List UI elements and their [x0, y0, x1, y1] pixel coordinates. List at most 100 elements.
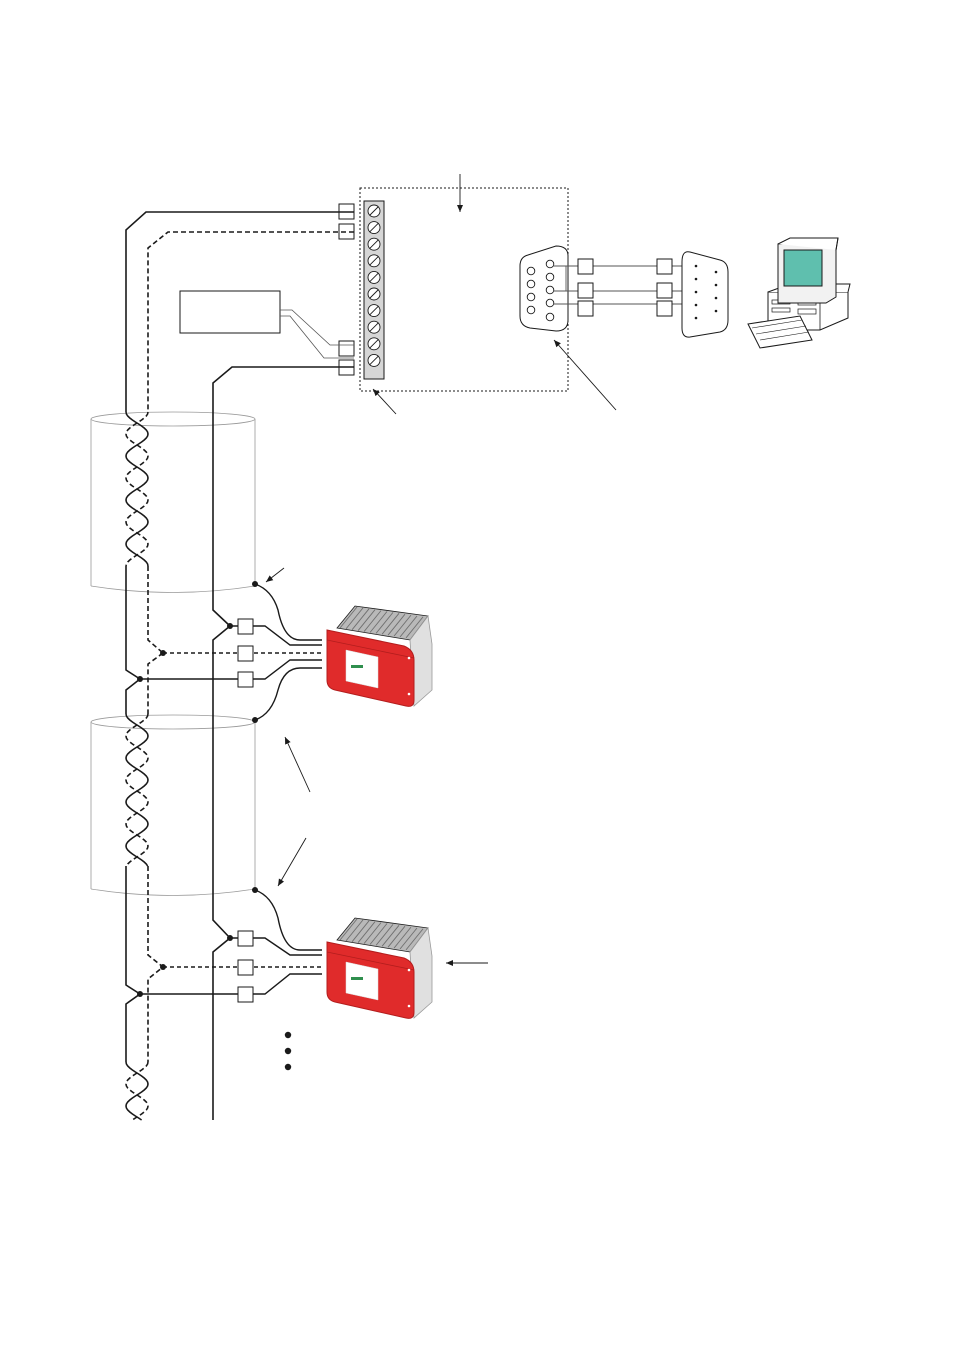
heatsink-fin — [393, 926, 412, 949]
pin — [714, 270, 718, 274]
serial-tag — [577, 300, 594, 317]
heatsink-fin — [363, 610, 382, 632]
serial-tag — [656, 258, 673, 275]
heatsink-fin — [369, 923, 388, 945]
heatsink-fin — [393, 614, 412, 637]
terminal-screw — [367, 337, 381, 351]
heatsink-fin — [339, 918, 358, 941]
heatsink-fin — [399, 927, 418, 950]
twisted-pair — [125, 411, 149, 1121]
terminal-screw — [367, 237, 381, 251]
pin — [694, 264, 698, 268]
pointer-arrow — [372, 388, 397, 415]
pointer-arrow — [553, 339, 617, 411]
device-screw — [407, 656, 411, 660]
inverter-device-icon — [326, 917, 433, 1019]
pointer-arrow — [265, 567, 285, 583]
screw-slot — [369, 322, 379, 333]
serial-tag — [577, 258, 594, 275]
screw-slot — [369, 272, 379, 283]
heatsink-fin — [357, 609, 376, 631]
tap-tag — [237, 930, 254, 947]
heatsink-fin — [369, 611, 388, 633]
tap-tag — [237, 618, 254, 635]
tap-tag — [237, 959, 254, 976]
twisted-wire-dashed — [125, 713, 149, 867]
terminal-screws — [367, 204, 381, 367]
screw-slot — [369, 206, 379, 216]
pointer-arrow — [277, 837, 307, 887]
pin-hole — [545, 312, 555, 322]
screw-slot — [369, 289, 379, 299]
monitor-screen — [783, 249, 823, 287]
screw-slot — [369, 338, 379, 349]
pin-hole — [545, 298, 555, 308]
serial-tag — [577, 282, 594, 299]
shield-drain — [252, 581, 322, 951]
serial-wires — [553, 258, 683, 317]
terminal-screw — [367, 221, 381, 235]
power-supply — [179, 290, 354, 359]
pin-hole — [526, 292, 536, 302]
pin-hole — [526, 305, 536, 315]
terminal-screw — [367, 254, 381, 268]
twisted-wire-solid — [125, 1061, 149, 1121]
pin-hole — [526, 279, 536, 289]
pin — [694, 316, 698, 320]
desktop-computer-icon — [747, 237, 851, 349]
ellipsis-vertical-icon — [284, 1031, 292, 1071]
heatsink-fin — [351, 608, 370, 631]
twisted-wire-dashed — [125, 1061, 149, 1121]
terminal-screw — [367, 287, 381, 301]
device-screw — [407, 968, 411, 972]
serial-tag — [656, 300, 673, 317]
inverter-taps — [137, 618, 322, 688]
screw-slot — [369, 239, 379, 250]
heatsink-fin — [405, 928, 424, 951]
device-panel — [345, 961, 379, 1001]
serial-tag — [656, 282, 673, 299]
heatsink-fin — [339, 606, 358, 629]
terminal-screw — [367, 270, 381, 284]
pin — [714, 296, 718, 300]
terminal-screw — [367, 353, 381, 367]
pin — [694, 277, 698, 281]
device-screw — [407, 692, 411, 696]
pin-hole — [545, 285, 555, 295]
terminal-block — [363, 200, 385, 380]
power-supply-wire — [280, 309, 354, 346]
device-seam — [326, 639, 415, 659]
heatsink-fin — [399, 615, 418, 638]
shielded-cable-section — [90, 411, 256, 593]
heatsink-fin — [387, 925, 406, 948]
terminal-screw — [367, 320, 381, 334]
power-supply-wire — [280, 315, 354, 359]
db9-female-connector-icon — [519, 245, 569, 332]
screw-slot — [369, 255, 379, 266]
pin — [714, 309, 718, 313]
pin — [694, 290, 698, 294]
tap-tag — [237, 645, 254, 662]
shielded-cable-section — [90, 714, 256, 896]
terminal-tag — [338, 340, 355, 357]
twisted-wire-dashed — [125, 411, 149, 567]
screw-slot — [369, 305, 379, 316]
pin — [694, 303, 698, 307]
db9-female-shell — [519, 245, 569, 332]
twisted-wire-solid — [125, 713, 149, 867]
device-seam — [326, 951, 415, 971]
terminal-screw — [367, 304, 381, 318]
pin-hole — [545, 259, 555, 269]
heatsink-fin — [381, 925, 400, 947]
pin — [714, 283, 718, 287]
power-supply-box — [179, 290, 281, 334]
inverter-device-icon — [326, 605, 433, 707]
heatsink-fin — [375, 924, 394, 946]
heatsink-fin — [363, 922, 382, 944]
pin-hole — [545, 272, 555, 282]
device-led — [351, 977, 363, 980]
heatsink-fin — [345, 607, 364, 630]
terminal-screw — [367, 204, 381, 218]
